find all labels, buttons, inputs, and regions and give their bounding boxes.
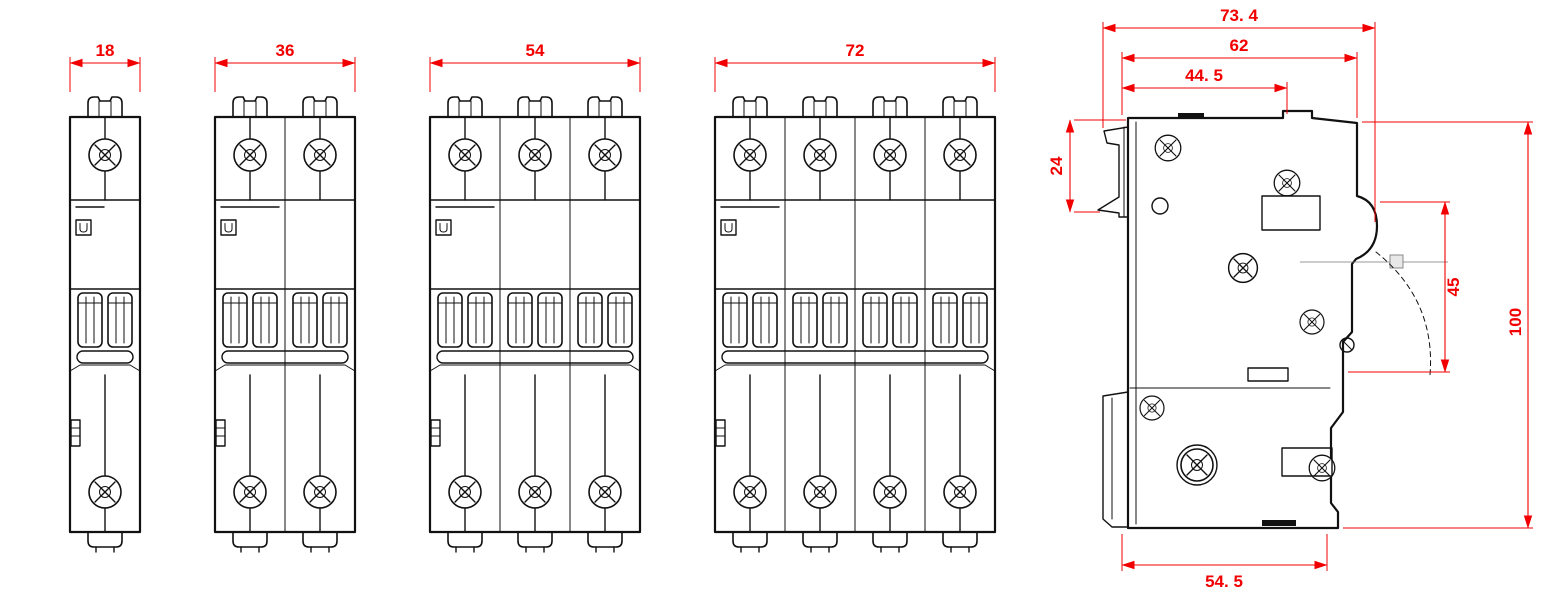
dim-label-width-2pole: 36 <box>276 41 295 60</box>
front-view-3pole <box>428 97 642 552</box>
dim-label-handle-zone: 45 <box>1444 278 1463 297</box>
dim-label-width-3pole: 54 <box>526 41 545 60</box>
dim-label-width-1pole: 18 <box>96 41 115 60</box>
front-view-1pole <box>68 97 142 552</box>
brand-mark <box>220 219 237 236</box>
rivet <box>1227 252 1259 284</box>
rivet <box>1299 309 1325 335</box>
dim-label-overall-depth: 73. 4 <box>1220 6 1258 25</box>
dim-label-base-depth: 54. 5 <box>1205 572 1243 591</box>
front-view-2pole <box>213 97 357 552</box>
rivet <box>1273 169 1301 197</box>
dim-label-width-4pole: 72 <box>846 41 865 60</box>
dim-label-rail-clip-height: 24 <box>1047 156 1066 175</box>
rivet <box>1180 448 1214 482</box>
dim-label-height: 100 <box>1506 308 1525 336</box>
front-view-4pole <box>713 97 997 552</box>
rivet <box>1154 134 1182 162</box>
dim-label-body-depth: 62 <box>1230 36 1249 55</box>
rivet <box>1308 454 1336 482</box>
brand-mark <box>435 219 452 236</box>
brand-mark <box>720 219 737 236</box>
rivet <box>1139 395 1165 421</box>
side-view-dimensions: 73. 4 62 44. 5 24 45 100 54. 5 <box>1047 6 1533 591</box>
brand-mark <box>75 219 92 236</box>
side-view <box>1097 109 1448 530</box>
dim-label-upper-depth: 44. 5 <box>1185 66 1223 85</box>
pivot-marker <box>1389 254 1404 269</box>
